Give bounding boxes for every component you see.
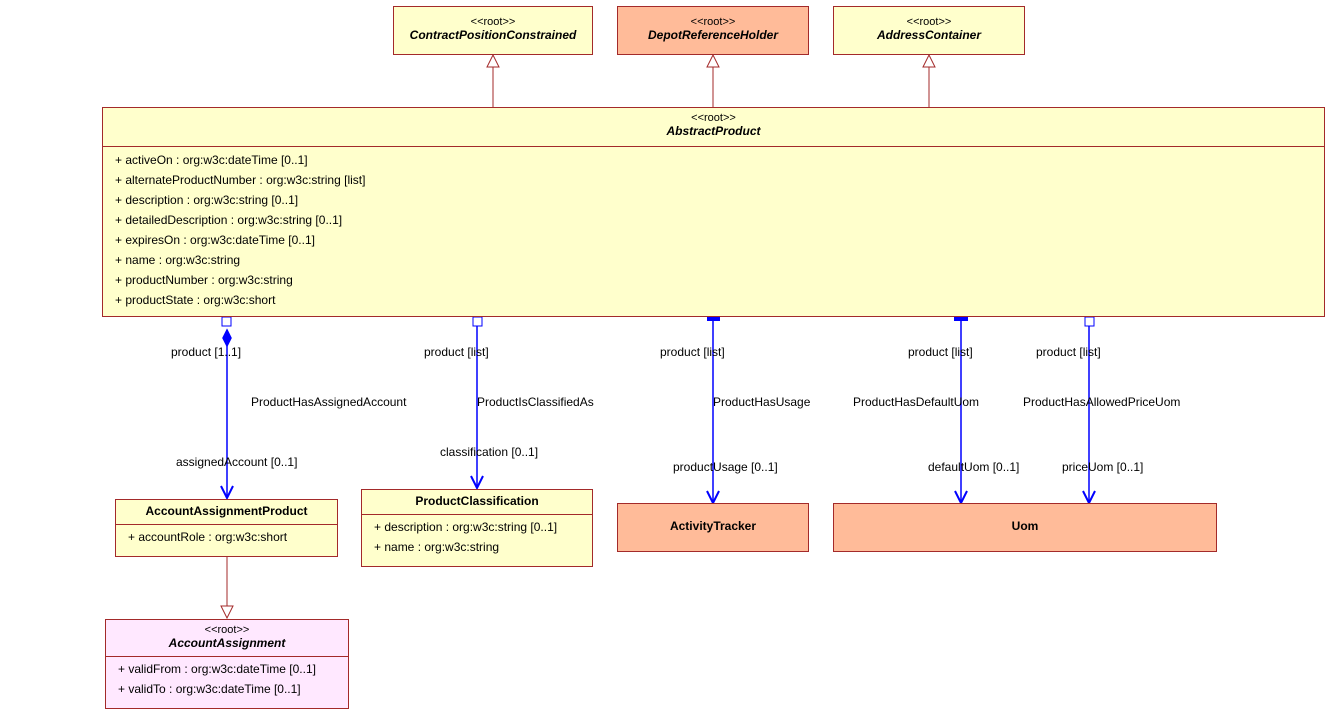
attribute: + validFrom : org:w3c:dateTime [0..1] [118,662,316,676]
class-account-assignment[interactable]: <<root>> AccountAssignment + validFrom :… [105,619,349,709]
attribute: + productState : org:w3c:short [115,293,276,307]
attribute-list: + activeOn : org:w3c:dateTime [0..1] + a… [103,146,1324,310]
role-label-source: product [list] [908,345,973,359]
attribute: + detailedDescription : org:w3c:string [… [115,213,343,227]
association-name-label: ProductIsClassifiedAs [477,395,594,409]
attribute: + validTo : org:w3c:dateTime [0..1] [118,682,301,696]
association-product-has-assigned-account [220,316,234,501]
role-label-target: defaultUom [0..1] [928,460,1020,474]
role-label-target: assignedAccount [0..1] [176,455,298,469]
attribute: + expiresOn : org:w3c:dateTime [0..1] [115,233,315,247]
attribute: + productNumber : org:w3c:string [115,273,293,287]
stereotype-label: <<root>> [470,16,516,28]
attribute: + name : org:w3c:string [374,540,500,554]
association-name-label: ProductHasAssignedAccount [251,395,407,409]
class-name: DepotReferenceHolder [647,28,779,42]
association-product-is-classified-as [470,316,484,491]
class-activity-tracker[interactable]: ActivityTracker [617,503,809,552]
class-name: AbstractProduct [666,124,761,138]
association-name-label: ProductHasAllowedPriceUom [1023,395,1181,409]
class-account-assignment-product[interactable]: AccountAssignmentProduct + accountRole :… [115,499,338,557]
class-name: ContractPositionConstrained [409,28,577,42]
stereotype-label: <<root>> [204,624,250,636]
attribute-list: + accountRole : org:w3c:short [116,524,337,547]
class-depot-reference-holder[interactable]: <<root>> DepotReferenceHolder [617,6,809,55]
class-name: ActivityTracker [669,519,757,533]
association-name-label: ProductHasUsage [713,395,811,409]
stereotype-label: <<root>> [690,16,736,28]
role-label-source: product [list] [1036,345,1101,359]
attribute-list: + description : org:w3c:string [0..1] + … [362,514,592,557]
role-label-target: classification [0..1] [440,445,539,459]
class-uom[interactable]: Uom [833,503,1217,552]
attribute: + activeOn : org:w3c:dateTime [0..1] [115,153,308,167]
role-label-target: priceUom [0..1] [1062,460,1144,474]
generalization-address-container [922,53,936,107]
attribute-list: + validFrom : org:w3c:dateTime [0..1] + … [106,656,348,699]
generalization-account-assignment [220,557,234,620]
class-name: ProductClassification [415,494,539,508]
attribute: + name : org:w3c:string [115,253,241,267]
role-label-target: productUsage [0..1] [673,460,778,474]
class-name: AccountAssignmentProduct [145,504,308,518]
class-product-classification[interactable]: ProductClassification + description : or… [361,489,593,567]
class-name: AccountAssignment [168,636,286,650]
class-abstract-product[interactable]: <<root>> AbstractProduct + activeOn : or… [102,107,1325,317]
generalization-depot-reference-holder [706,53,720,107]
generalization-contract-position-constrained [486,53,500,107]
attribute: + alternateProductNumber : org:w3c:strin… [115,173,366,187]
class-name: AddressContainer [876,28,982,42]
stereotype-label: <<root>> [691,112,736,124]
class-contract-position-constrained[interactable]: <<root>> ContractPositionConstrained [393,6,593,55]
attribute: + description : org:w3c:string [0..1] [115,193,299,207]
attribute: + description : org:w3c:string [0..1] [374,520,558,534]
role-label-source: product [list] [424,345,489,359]
role-label-source: product [1..1] [171,345,242,359]
role-label-source: product [list] [660,345,725,359]
class-name: Uom [1011,519,1039,533]
stereotype-label: <<root>> [906,16,952,28]
association-name-label: ProductHasDefaultUom [853,395,980,409]
attribute: + accountRole : org:w3c:short [128,530,288,544]
class-address-container[interactable]: <<root>> AddressContainer [833,6,1025,55]
